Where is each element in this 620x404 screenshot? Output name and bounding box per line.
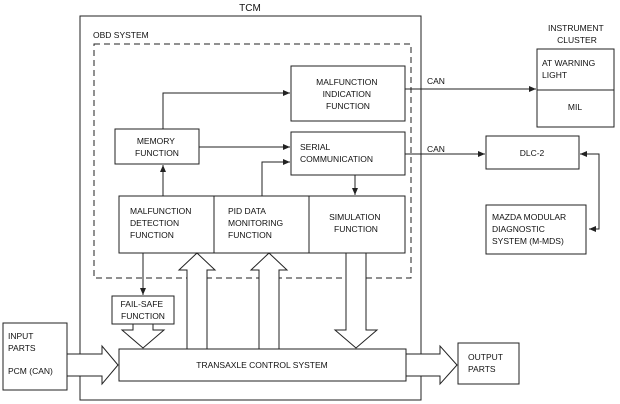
output-parts-label: OUTPUT PARTS <box>468 352 505 374</box>
transaxle-to-output-hollow-arrow <box>405 344 458 386</box>
malfunction-detection-label: MALFUNCTION DETECTION FUNCTION <box>130 206 194 240</box>
fail-safe-label: FAIL-SAFE FUNCTION <box>121 299 166 321</box>
input-to-transaxle-hollow-arrow <box>66 344 119 386</box>
output-parts-box <box>457 342 520 385</box>
pid-to-serial-arrow <box>261 159 290 196</box>
simulation-to-transaxle-hollow-arrow <box>333 252 379 349</box>
transaxle-to-pid-hollow-arrow-right <box>249 252 289 350</box>
can-label-mid: CAN <box>427 144 445 154</box>
mil-label: MIL <box>568 102 582 112</box>
serial-communication-box <box>290 131 406 176</box>
malfunction-indication-box <box>290 65 406 122</box>
memory-function-box <box>114 128 200 165</box>
m-mds-label: MAZDA MODULAR DIAGNOSTIC SYSTEM (M-MDS) <box>492 212 569 246</box>
obd-system-label: OBD SYSTEM <box>93 30 149 40</box>
tcm-title: TCM <box>239 3 261 14</box>
tcm-boundary <box>79 15 422 401</box>
dlc2-label: DLC-2 <box>520 148 545 158</box>
can-label-top: CAN <box>427 76 445 86</box>
obd-system-boundary <box>93 43 412 279</box>
simulation-label: SIMULATION FUNCTION <box>329 212 383 234</box>
pid-data-monitoring-label: PID DATA MONITORING FUNCTION <box>228 206 285 240</box>
m-mds-box <box>485 204 587 255</box>
input-parts-label: INPUT PARTS PCM (CAN) <box>8 331 53 376</box>
transaxle-to-pid-hollow-arrow-left <box>177 252 217 350</box>
dlc2-box <box>485 135 580 170</box>
fail-safe-to-transaxle-hollow-arrow <box>120 323 166 349</box>
malfunction-indication-label: MALFUNCTION INDICATION FUNCTION <box>316 77 380 111</box>
memory-to-malfunction-indication-arrow <box>162 90 290 129</box>
memory-function-label: MEMORY FUNCTION <box>135 136 179 158</box>
at-warning-light-label: AT WARNING LIGHT <box>542 58 598 80</box>
instrument-cluster-box <box>536 48 615 128</box>
transaxle-control-label: TRANSAXLE CONTROL SYSTEM <box>196 360 327 370</box>
detection-monitoring-simulation-row <box>118 195 406 254</box>
serial-communication-label: SERIAL COMMUNICATION <box>300 142 373 164</box>
instrument-cluster-title: INSTRUMENT CLUSTER <box>548 23 606 45</box>
